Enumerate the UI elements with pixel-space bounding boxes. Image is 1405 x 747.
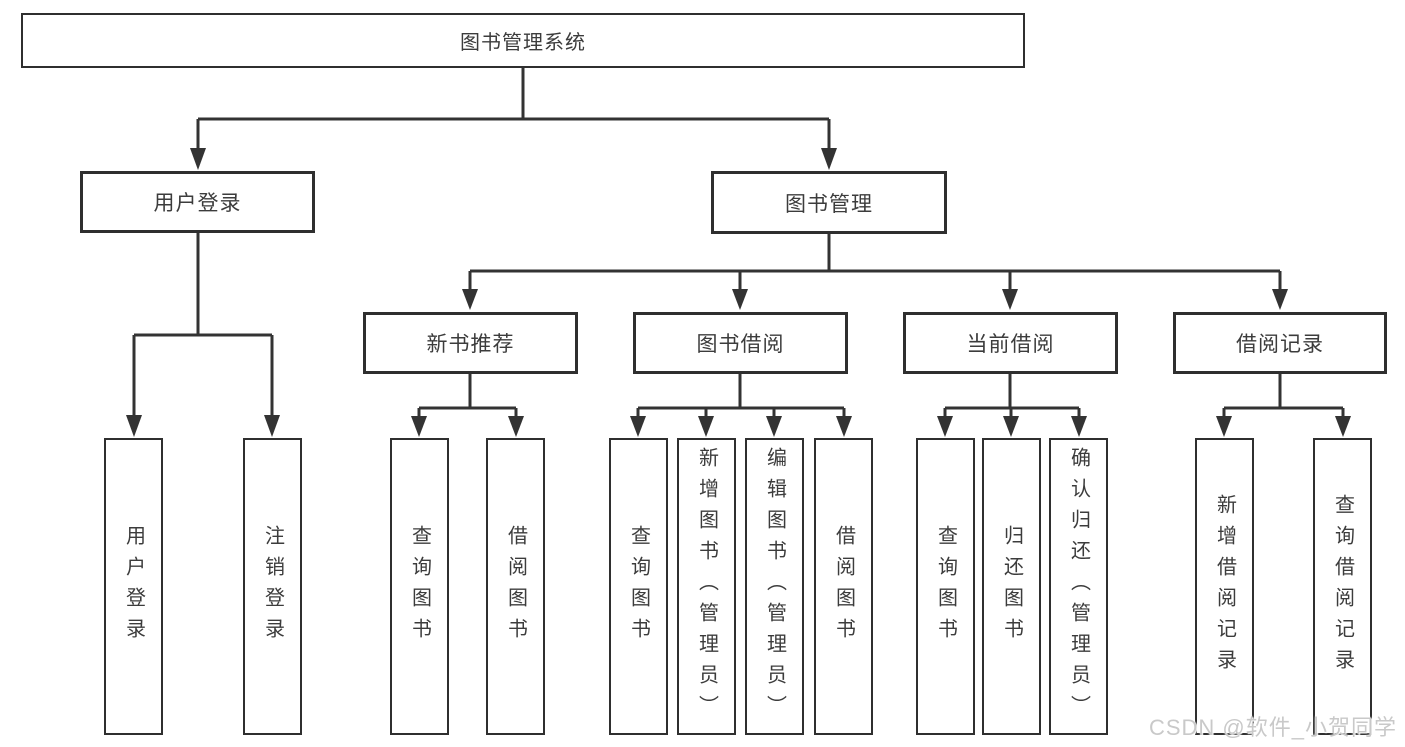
node-current-borrow: 当前借阅 (903, 312, 1118, 374)
node-label: 查询图书 (408, 524, 431, 649)
leaf-query-books-newbook: 查询图书 (390, 438, 449, 735)
node-label: 查询图书 (627, 524, 650, 649)
node-label: 注销登录 (261, 524, 284, 649)
leaf-return-books: 归还图书 (982, 438, 1041, 735)
node-label: 新增借阅记录 (1213, 493, 1236, 680)
leaf-borrow-books-newbook: 借阅图书 (486, 438, 545, 735)
node-borrow-records: 借阅记录 (1173, 312, 1387, 374)
node-label: 查询图书 (934, 524, 957, 649)
node-label: 新增图书（管理员） (695, 447, 718, 726)
node-label: 图书管理系统 (460, 32, 586, 54)
leaf-borrow-books: 借阅图书 (814, 438, 873, 735)
leaf-query-borrow-record: 查询借阅记录 (1313, 438, 1372, 735)
node-new-book-recommend: 新书推荐 (363, 312, 578, 374)
node-book-borrow: 图书借阅 (633, 312, 848, 374)
node-book-management: 图书管理 (711, 171, 947, 234)
node-label: 图书管理 (785, 192, 873, 216)
leaf-logout: 注销登录 (243, 438, 302, 735)
node-label: 借阅图书 (504, 524, 527, 649)
node-label: 新书推荐 (426, 333, 515, 356)
node-label: 归还图书 (1000, 524, 1023, 649)
csdn-watermark: CSDN @软件_小贺同学 (1148, 715, 1397, 740)
leaf-query-books-borrow: 查询图书 (609, 438, 668, 735)
leaf-add-borrow-record: 新增借阅记录 (1195, 438, 1254, 735)
node-label: 图书借阅 (696, 333, 785, 356)
leaf-query-books-current: 查询图书 (916, 438, 975, 735)
leaf-edit-books-admin: 编辑图书（管理员） (745, 438, 804, 735)
node-label: 借阅图书 (832, 524, 855, 649)
node-label: 用户登录 (122, 524, 145, 649)
leaf-confirm-return-admin: 确认归还（管理员） (1049, 438, 1108, 735)
node-label: 借阅记录 (1236, 333, 1324, 356)
leaf-add-books-admin: 新增图书（管理员） (677, 438, 736, 735)
leaf-user-login: 用户登录 (104, 438, 163, 735)
node-label: 查询借阅记录 (1331, 493, 1354, 680)
node-label: 当前借阅 (966, 333, 1055, 356)
node-user-login: 用户登录 (80, 171, 315, 233)
node-label: 编辑图书（管理员） (763, 447, 786, 726)
node-root-library-system: 图书管理系统 (21, 13, 1025, 68)
node-label: 确认归还（管理员） (1067, 447, 1090, 726)
node-label: 用户登录 (153, 192, 242, 215)
